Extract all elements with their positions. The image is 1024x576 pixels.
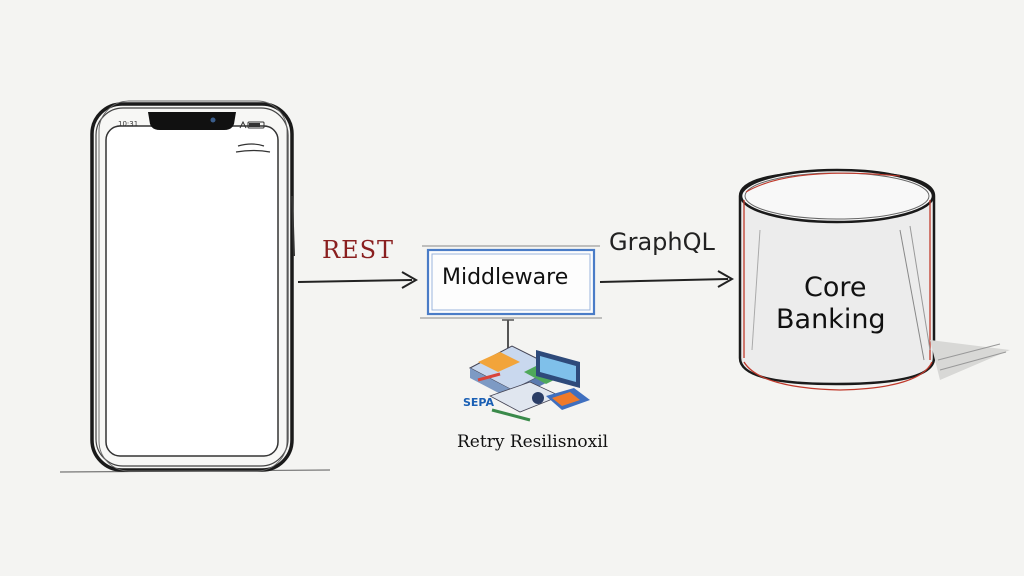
core-banking-cylinder	[738, 168, 1010, 391]
graphql-label: GraphQL	[609, 228, 715, 256]
sepa-illustration	[468, 319, 590, 422]
smartphone-sketch	[90, 100, 295, 472]
middleware-label: Middleware	[442, 265, 569, 290]
rest-arrow	[297, 271, 419, 289]
phone-status-time: 10:31	[118, 120, 139, 128]
rest-label: REST	[322, 236, 395, 264]
graphql-arrow	[599, 270, 735, 288]
middleware-box	[420, 245, 602, 319]
sepa-badge: SEPA	[463, 396, 495, 409]
core-banking-label-line2: Banking	[776, 304, 886, 335]
retry-resilience-caption: Retry Resilisnoxil	[457, 432, 609, 452]
core-banking-label-line1: Core	[804, 272, 867, 303]
